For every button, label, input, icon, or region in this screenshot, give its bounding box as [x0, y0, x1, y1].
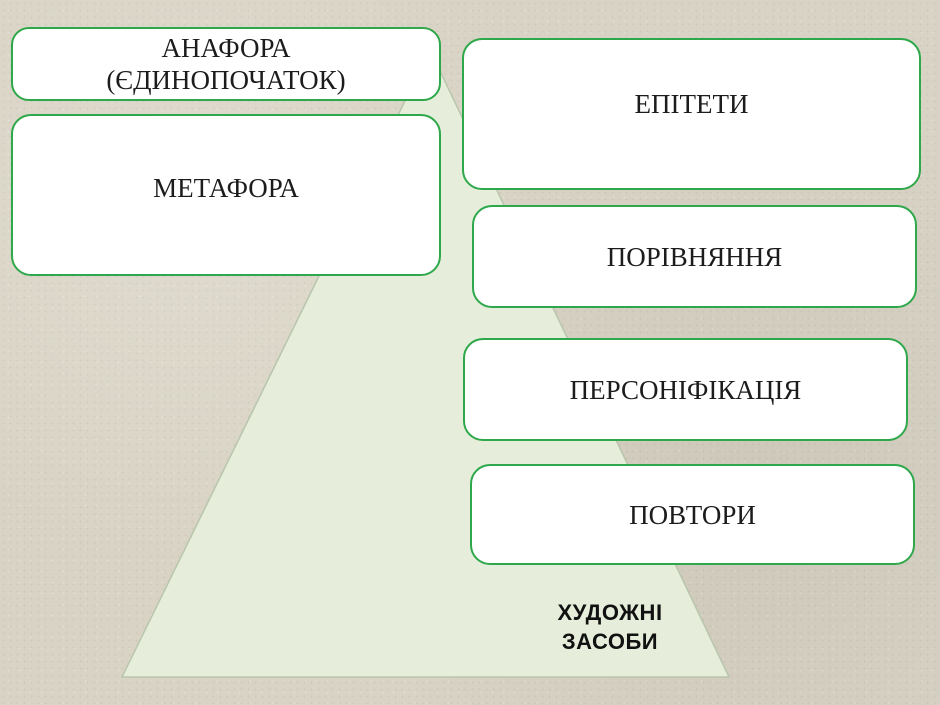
pyramid-title-line-2: ЗАСОБИ [561, 629, 659, 654]
pyramid-title: ХУДОЖНІ ЗАСОБИ [520, 598, 700, 656]
box-anaphora-label: АНАФОРА (ЄДИНОПОЧАТОК) [106, 33, 346, 95]
box-comparison: ПОРІВНЯННЯ [472, 205, 917, 308]
pyramid-title-line-1: ХУДОЖНІ [557, 600, 663, 625]
box-epithets: ЕПІТЕТИ [462, 38, 921, 190]
box-personification: ПЕРСОНІФІКАЦІЯ [463, 338, 908, 441]
box-anaphora: АНАФОРА (ЄДИНОПОЧАТОК) [11, 27, 441, 101]
box-metaphor-label: МЕТАФОРА [153, 173, 299, 203]
box-epithets-label: ЕПІТЕТИ [634, 89, 749, 119]
box-metaphor: МЕТАФОРА [11, 114, 441, 276]
box-personification-label: ПЕРСОНІФІКАЦІЯ [569, 374, 802, 405]
box-comparison-label: ПОРІВНЯННЯ [606, 241, 783, 272]
box-repetitions: ПОВТОРИ [470, 464, 915, 565]
box-repetitions-label: ПОВТОРИ [629, 499, 756, 530]
